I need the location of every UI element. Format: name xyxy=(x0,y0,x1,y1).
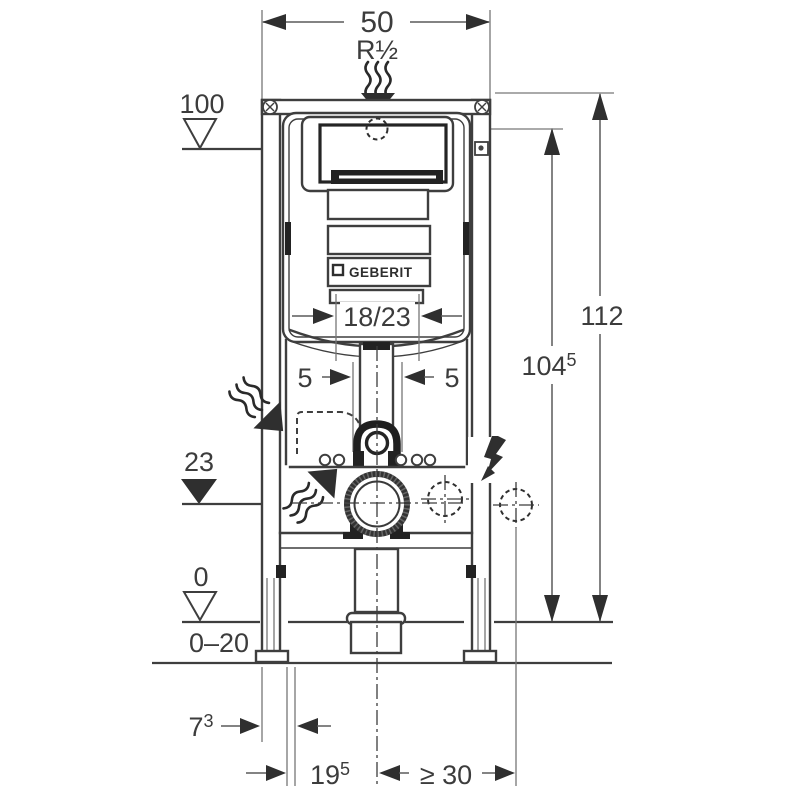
inlet-height-label: 1045 xyxy=(521,350,576,381)
open-triangle-marker xyxy=(182,118,218,151)
front-offset-label: 73 xyxy=(188,711,213,742)
brand-logo: GEBERIT xyxy=(331,263,413,280)
level-marker-23: 23 xyxy=(181,447,262,506)
total-height-label: 112 xyxy=(580,301,623,331)
frame-width-label: 50 xyxy=(360,6,393,39)
foot-plate-left xyxy=(254,649,290,664)
level-23-label: 23 xyxy=(184,447,214,477)
inlet-thread-label: R½ xyxy=(356,35,398,65)
outlet-offset-label: 195 xyxy=(310,759,350,790)
flush-water-icon xyxy=(226,374,284,432)
dim-front-offset: 73 xyxy=(188,667,331,786)
screw-icon xyxy=(262,99,278,115)
side-clip-left xyxy=(285,222,291,255)
foot-plate-right xyxy=(462,649,498,664)
power-connection-icon xyxy=(468,436,506,483)
leg-lock-pin-left xyxy=(276,565,286,578)
level-0-label: 0 xyxy=(193,562,208,592)
depth-options-label: 18/23 xyxy=(343,302,411,332)
dim-depth-options: 18/23 xyxy=(292,294,462,361)
level-100-label: 100 xyxy=(179,89,224,119)
socket-clearance-label: ≥ 30 xyxy=(420,760,472,790)
filled-triangle-marker xyxy=(181,479,217,504)
concealed-cistern: GEBERIT xyxy=(281,111,472,466)
level-marker-100: 100 xyxy=(179,89,262,151)
socket-body xyxy=(349,620,403,655)
flush-flow-icon xyxy=(280,468,338,526)
offset-right-label: 5 xyxy=(444,363,459,393)
dim-outlet-offset: 195 xyxy=(246,759,409,790)
alt-route-dashed xyxy=(296,411,362,454)
open-triangle-marker xyxy=(182,591,218,623)
water-connection-icon xyxy=(365,117,389,141)
rail-fitting xyxy=(474,141,489,156)
side-clip-right xyxy=(463,222,469,255)
dim-total-height: 112 xyxy=(495,92,624,622)
electrical-box-icon xyxy=(493,482,539,528)
floor-buildup-label: 0–20 xyxy=(189,628,249,658)
svg-text:GEBERIT: GEBERIT xyxy=(349,265,413,280)
drain-pipe xyxy=(345,547,407,655)
leg-lock-pin-right xyxy=(466,565,476,578)
offset-left-label: 5 xyxy=(297,363,312,393)
access-panels: GEBERIT xyxy=(326,188,432,305)
electrical-box-icon xyxy=(421,475,469,523)
flush-pipe xyxy=(288,342,466,469)
screw-icon xyxy=(474,99,490,115)
level-marker-0: 0 0–20 xyxy=(182,562,249,658)
dim-frame-width: 50 R½ xyxy=(261,6,491,99)
dim-socket-clearance: ≥ 30 xyxy=(420,760,515,790)
fixing-holes xyxy=(318,453,437,467)
